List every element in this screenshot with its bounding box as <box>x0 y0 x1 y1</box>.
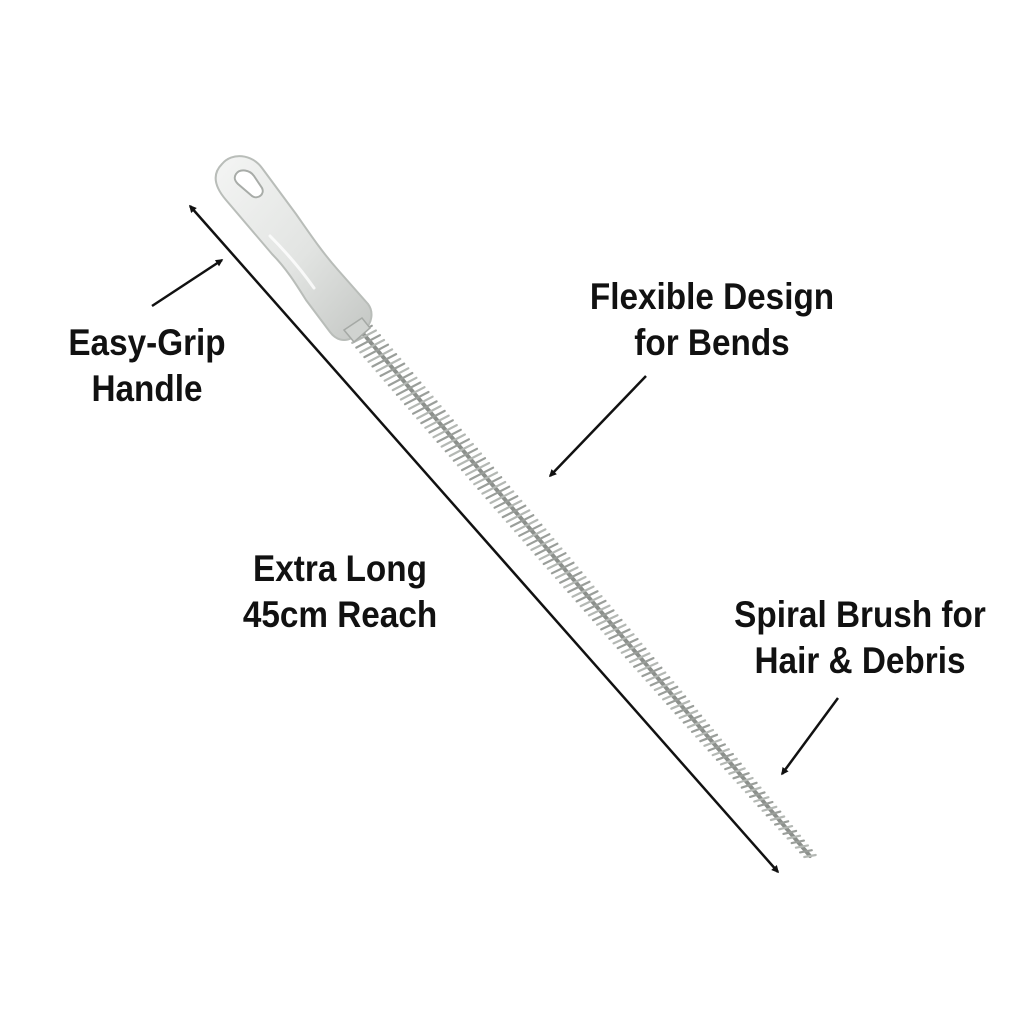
bristle-tuft <box>778 824 794 831</box>
flexible-design-label: Flexible Design for Bends <box>577 274 847 366</box>
easy-grip-handle <box>214 155 373 344</box>
length-double-arrow <box>189 204 779 874</box>
spiral-brush-label: Spiral Brush for Hair & Debris <box>727 592 993 684</box>
flex-label-line2: for Bends <box>634 322 790 363</box>
annotation-arrows <box>151 204 840 874</box>
length-label-line2: 45cm Reach <box>242 594 438 635</box>
bristle-tuft <box>786 834 802 840</box>
spiral-label-line1: Spiral Brush for <box>734 594 986 635</box>
bristle-tuft <box>790 839 806 845</box>
grip-label-line1: Easy-Grip <box>68 322 226 363</box>
drain-cleaning-brush-icon <box>214 155 817 859</box>
bristle-tuft <box>803 853 817 859</box>
flex-arrow <box>548 375 647 478</box>
spiral-label-line2: Hair & Debris <box>754 640 966 681</box>
bristle-tuft <box>782 829 798 836</box>
bristle-tuft <box>794 844 810 849</box>
bristle-tuft <box>798 849 813 854</box>
easy-grip-handle-label: Easy-Grip Handle <box>62 320 233 412</box>
grip-label-line2: Handle <box>91 368 203 409</box>
flex-label-line1: Flexible Design <box>589 276 835 317</box>
spiral-arrow <box>780 697 840 776</box>
length-label-line1: Extra Long <box>253 548 427 589</box>
grip-arrow <box>151 258 224 308</box>
extra-long-reach-label: Extra Long 45cm Reach <box>232 546 448 638</box>
